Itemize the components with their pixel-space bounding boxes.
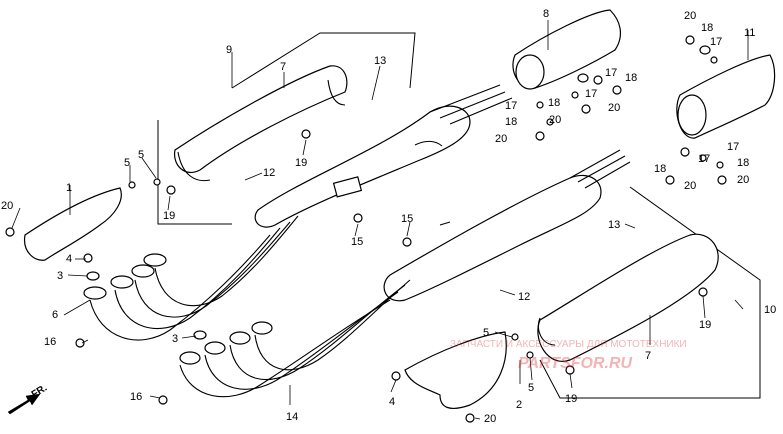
callout-17-mid-a: 17 <box>605 67 617 79</box>
callout-18-mid-b: 18 <box>548 97 560 109</box>
upper-exhaust-pipes <box>83 215 299 341</box>
callout-20-right-top: 20 <box>684 10 696 22</box>
callout-17-right-mid-b: 17 <box>698 153 710 165</box>
callout-5-a: 5 <box>124 157 130 169</box>
callout-20-mid-a: 20 <box>608 102 620 114</box>
callout-7-lower: 7 <box>645 350 651 362</box>
left-heat-guard <box>23 187 122 261</box>
callout-14: 14 <box>286 411 298 423</box>
watermark-brand: PARTSFOR.RU <box>518 355 633 372</box>
lower-muffler <box>383 149 631 302</box>
callout-20-mid-b: 20 <box>549 114 561 126</box>
callout-16-upper: 16 <box>44 336 56 348</box>
callout-12-upper: 12 <box>263 167 275 179</box>
callout-19-lower-a: 19 <box>699 319 711 331</box>
callout-18-right-low: 18 <box>654 163 666 175</box>
callout-1: 1 <box>66 182 72 194</box>
callout-17-mid-c: 17 <box>505 100 517 112</box>
hardware <box>5 35 727 423</box>
callout-5-c: 5 <box>483 327 489 339</box>
muffler-cover-8-end <box>515 54 545 90</box>
upper-muffler <box>254 84 513 228</box>
callout-3-lower: 3 <box>172 333 178 345</box>
callout-19-upper-a: 19 <box>295 157 307 169</box>
callout-6: 6 <box>52 309 58 321</box>
watermark-tagline: ЗАПЧАСТИ И АКСЕССУАРЫ ДЛЯ МОТОТЕХНИКИ <box>450 339 687 350</box>
callout-11: 11 <box>744 27 755 39</box>
callout-17-right-mid-a: 17 <box>727 141 739 153</box>
watermark: ЗАПЧАСТИ И АКСЕССУАРЫ ДЛЯ МОТОТЕХНИКИ PA… <box>450 339 687 372</box>
lower-heat-shield <box>537 233 719 362</box>
callout-17-right-top: 17 <box>710 36 722 48</box>
callout-3-upper: 3 <box>57 270 63 282</box>
callout-4-lower: 4 <box>389 396 395 408</box>
callout-16-lower: 16 <box>130 391 142 403</box>
callout-12-lower: 12 <box>518 291 530 303</box>
callout-19-upper-b: 19 <box>163 210 175 222</box>
callout-20-right-low-b: 20 <box>737 174 749 186</box>
callout-9: 9 <box>226 44 232 56</box>
callout-8: 8 <box>543 8 549 20</box>
callout-20-bottom: 20 <box>484 413 496 425</box>
callout-17-mid-b: 17 <box>585 88 597 100</box>
group-box-9 <box>157 32 416 225</box>
callout-7-upper: 7 <box>280 61 286 73</box>
callout-18-right-mid: 18 <box>737 157 749 169</box>
callout-2: 2 <box>516 399 522 411</box>
forward-direction-indicator: FR. <box>7 383 49 415</box>
callout-20-right-low-a: 20 <box>684 180 696 192</box>
lower-heat-guard <box>404 331 507 409</box>
callout-20-left: 20 <box>1 200 13 212</box>
muffler-cover-11-end <box>677 94 707 136</box>
callout-18-right-top: 18 <box>701 22 713 34</box>
callout-13-lower: 13 <box>608 219 620 231</box>
callout-labels: 8 9 7 13 20 18 17 11 17 18 17 20 17 18 1… <box>1 8 776 425</box>
callout-18-mid-c: 18 <box>505 116 517 128</box>
callout-5-b: 5 <box>138 149 144 161</box>
callout-4-upper: 4 <box>66 253 72 265</box>
callout-15-left: 15 <box>351 236 363 248</box>
lower-exhaust-pipes <box>179 279 411 398</box>
callout-19-lower-b: 19 <box>565 393 577 405</box>
callout-20-mid-c: 20 <box>495 133 507 145</box>
upper-heat-shield <box>173 65 348 182</box>
callout-10: 10 <box>764 304 776 316</box>
callout-13-upper: 13 <box>374 55 386 67</box>
callout-5-d: 5 <box>528 382 534 394</box>
callout-18-mid-a: 18 <box>625 72 637 84</box>
callout-15-right: 15 <box>401 213 413 225</box>
leader-lines <box>11 20 749 420</box>
